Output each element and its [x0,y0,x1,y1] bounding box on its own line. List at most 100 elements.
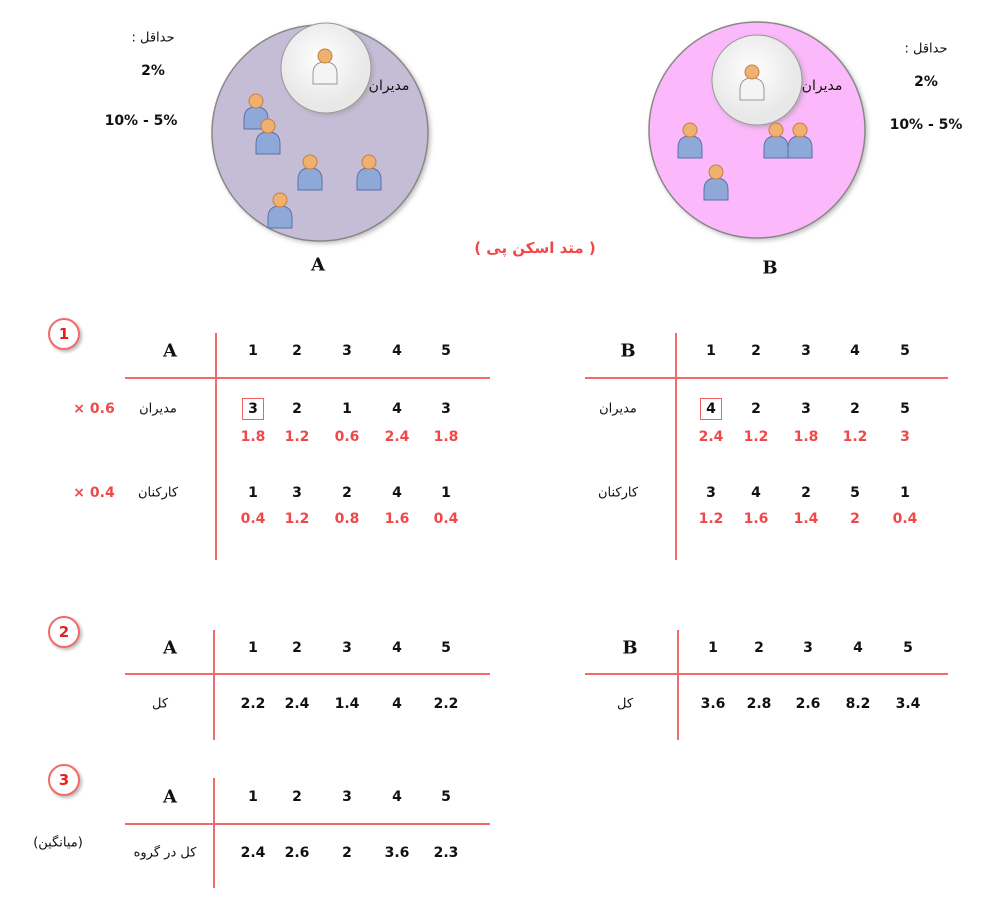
column-header: 2 [292,640,302,656]
group-a-min-label: حداقل : [131,30,175,46]
table-cell: 1 [900,485,910,501]
table-cell: 4 [706,401,716,417]
highlight-box [700,398,722,420]
table-cell: 3 [248,401,258,417]
table-vertical-divider [213,630,215,740]
row-label: کارکنان [137,485,179,501]
table-header-group: A [163,637,177,659]
table-cell: 2.8 [746,696,772,712]
table-cell: 1 [441,485,451,501]
weighted-cell: 1.8 [793,429,819,445]
column-header: 4 [392,343,402,359]
table-vertical-divider [675,333,677,560]
table-header-divider [585,377,948,379]
table-cell: 1 [342,401,352,417]
group-a-label: A [311,254,325,276]
weighted-cell: 1.2 [284,511,310,527]
weighted-cell: 1.6 [743,511,769,527]
column-header: 1 [248,789,258,805]
table-header-divider [125,377,490,379]
table-cell: 5 [850,485,860,501]
table-header-group: A [163,786,177,808]
column-header: 4 [850,343,860,359]
table-header-divider [125,673,490,675]
table-cell: 3 [441,401,451,417]
column-header: 4 [853,640,863,656]
table-cell: 2.4 [240,845,266,861]
weighted-cell: 1.8 [240,429,266,445]
step-3-badge: 3 [48,764,80,796]
table-header-divider [125,823,490,825]
employee-weight: × 0.4 [73,485,115,501]
column-header: 5 [903,640,913,656]
column-header: 5 [441,789,451,805]
table-cell: 2 [342,845,352,861]
column-header: 3 [342,343,352,359]
weighted-cell: 0.8 [334,511,360,527]
table-cell: 2 [850,401,860,417]
table-cell: 2.3 [433,845,459,861]
weighted-cell: 2 [850,511,860,527]
row-label: کارکنان [597,485,639,501]
group-a-range: 10% - 5% [104,113,178,129]
step-1-badge: 1 [48,318,80,350]
table-vertical-divider [215,333,217,560]
table-cell: 3.6 [700,696,726,712]
table-header-divider [585,673,948,675]
weighted-cell: 1.2 [743,429,769,445]
table-cell: 4 [751,485,761,501]
column-header: 1 [248,343,258,359]
table-cell: 2 [342,485,352,501]
table-header-group: A [163,340,177,362]
column-header: 3 [342,789,352,805]
weighted-cell: 2.4 [698,429,724,445]
group-b-range: 10% - 5% [889,117,963,133]
highlight-box [242,398,264,420]
table-cell: 2.6 [284,845,310,861]
table-cell: 1.4 [334,696,360,712]
table-cell: 2.6 [795,696,821,712]
column-header: 4 [392,640,402,656]
table-cell: 3.4 [895,696,921,712]
column-header: 1 [708,640,718,656]
manager-weight: × 0.6 [73,401,115,417]
column-header: 2 [292,343,302,359]
table-cell: 2 [292,401,302,417]
row-label: کل [616,696,634,712]
table-cell: 3 [706,485,716,501]
group-b-managers-label: مدیران [801,78,843,94]
table-vertical-divider [677,630,679,740]
weighted-cell: 3 [900,429,910,445]
average-note: (میانگین) [33,835,83,851]
table-cell: 3 [801,401,811,417]
row-label: کل [151,696,169,712]
group-b-min-label: حداقل : [904,41,948,57]
column-header: 3 [342,640,352,656]
weighted-cell: 0.6 [334,429,360,445]
column-header: 1 [706,343,716,359]
table-cell: 3.6 [384,845,410,861]
column-header: 1 [248,640,258,656]
group-b-min-value: 2% [914,74,938,90]
column-header: 3 [803,640,813,656]
group-b-label: B [762,257,778,279]
table-cell: 1 [248,485,258,501]
table-header-group: B [620,340,636,362]
weighted-cell: 1.6 [384,511,410,527]
weighted-cell: 1.2 [698,511,724,527]
table-header-group: B [622,637,638,659]
group-a-min-value: 2% [141,63,165,79]
weighted-cell: 1.2 [284,429,310,445]
table-cell: 5 [900,401,910,417]
row-label: مدیران [139,401,177,417]
table-cell: 2 [801,485,811,501]
method-title: ( متد اسکن پی ) [474,239,596,257]
row-label: کل در گروه [133,845,197,861]
group-a-managers-label: مدیران [368,78,410,94]
table-cell: 2 [751,401,761,417]
table-vertical-divider [213,778,215,888]
weighted-cell: 2.4 [384,429,410,445]
table-cell: 4 [392,485,402,501]
